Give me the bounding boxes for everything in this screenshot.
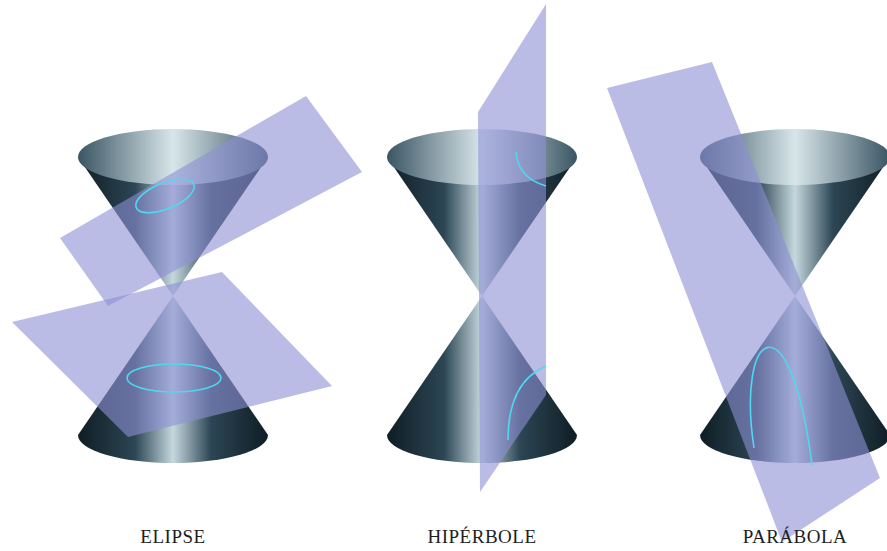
parabola-curve <box>750 347 812 465</box>
hyperbola-branch <box>516 152 546 186</box>
ellipse-curve <box>127 364 221 392</box>
cutting-plane <box>60 96 362 306</box>
cutting-plane <box>478 4 546 492</box>
section-label: HIPÉRBOLE <box>428 526 537 548</box>
section-label: PARÁBOLA <box>743 526 848 548</box>
cutting-plane <box>607 62 880 542</box>
ellipse-curve <box>131 172 198 219</box>
cutting-plane <box>12 272 332 437</box>
section-label: ELIPSE <box>140 526 205 548</box>
hyperbola-branch <box>508 366 546 440</box>
